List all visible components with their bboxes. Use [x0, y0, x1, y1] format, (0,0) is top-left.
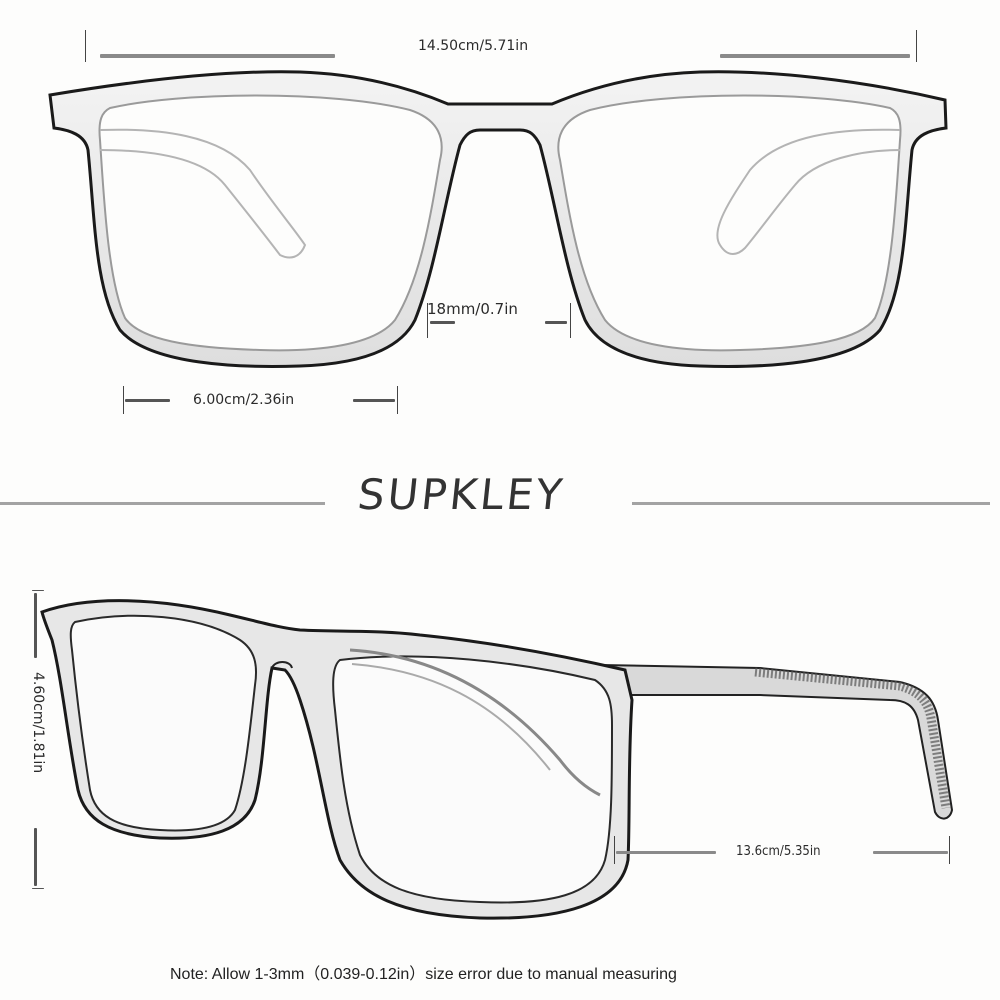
side-temple-arm — [598, 663, 954, 820]
lens-width-right-line — [353, 399, 395, 402]
lens-width-left-tick — [123, 386, 124, 414]
height-bottom-line — [34, 828, 37, 886]
glasses-side-view — [40, 599, 954, 920]
total-width-right-tick — [916, 30, 917, 62]
side-left-lens — [69, 614, 258, 832]
temple-right-line — [873, 851, 948, 854]
front-right-temple-arm — [716, 128, 901, 255]
lens-width-left-line — [125, 399, 170, 402]
brand-separator-left — [0, 502, 325, 505]
lens-width-label: 6.00cm/2.36in — [193, 392, 295, 408]
bridge-left-line — [430, 321, 455, 324]
height-top-tick — [32, 590, 44, 591]
height-top-line — [34, 593, 37, 658]
side-right-lens — [332, 655, 614, 904]
front-left-temple-arm — [99, 128, 307, 259]
temple-left-tick — [614, 836, 615, 864]
bridge-right-tick — [570, 303, 571, 338]
total-width-left-line — [100, 54, 335, 58]
bridge-width-label: 18mm/0.7in — [427, 300, 518, 318]
front-left-lens — [98, 94, 443, 352]
total-width-right-line — [720, 54, 910, 58]
height-bottom-tick — [32, 888, 44, 889]
front-right-lens — [557, 94, 902, 352]
lens-width-right-tick — [397, 386, 398, 414]
brand-logo: SUPKLEY — [355, 470, 568, 519]
temple-length-label: 13.6cm/5.35in — [736, 844, 821, 859]
bridge-left-tick — [427, 303, 428, 338]
lens-height-label: 4.60cm/1.81in — [30, 672, 46, 774]
measurement-note: Note: Allow 1-3mm（0.039-0.12in）size erro… — [170, 966, 677, 983]
total-width-left-tick — [85, 30, 86, 62]
temple-right-tick — [949, 836, 950, 864]
brand-separator-right — [632, 502, 990, 505]
total-width-label: 14.50cm/5.71in — [418, 38, 529, 54]
bridge-right-line — [545, 321, 567, 324]
temple-left-line — [616, 851, 716, 854]
